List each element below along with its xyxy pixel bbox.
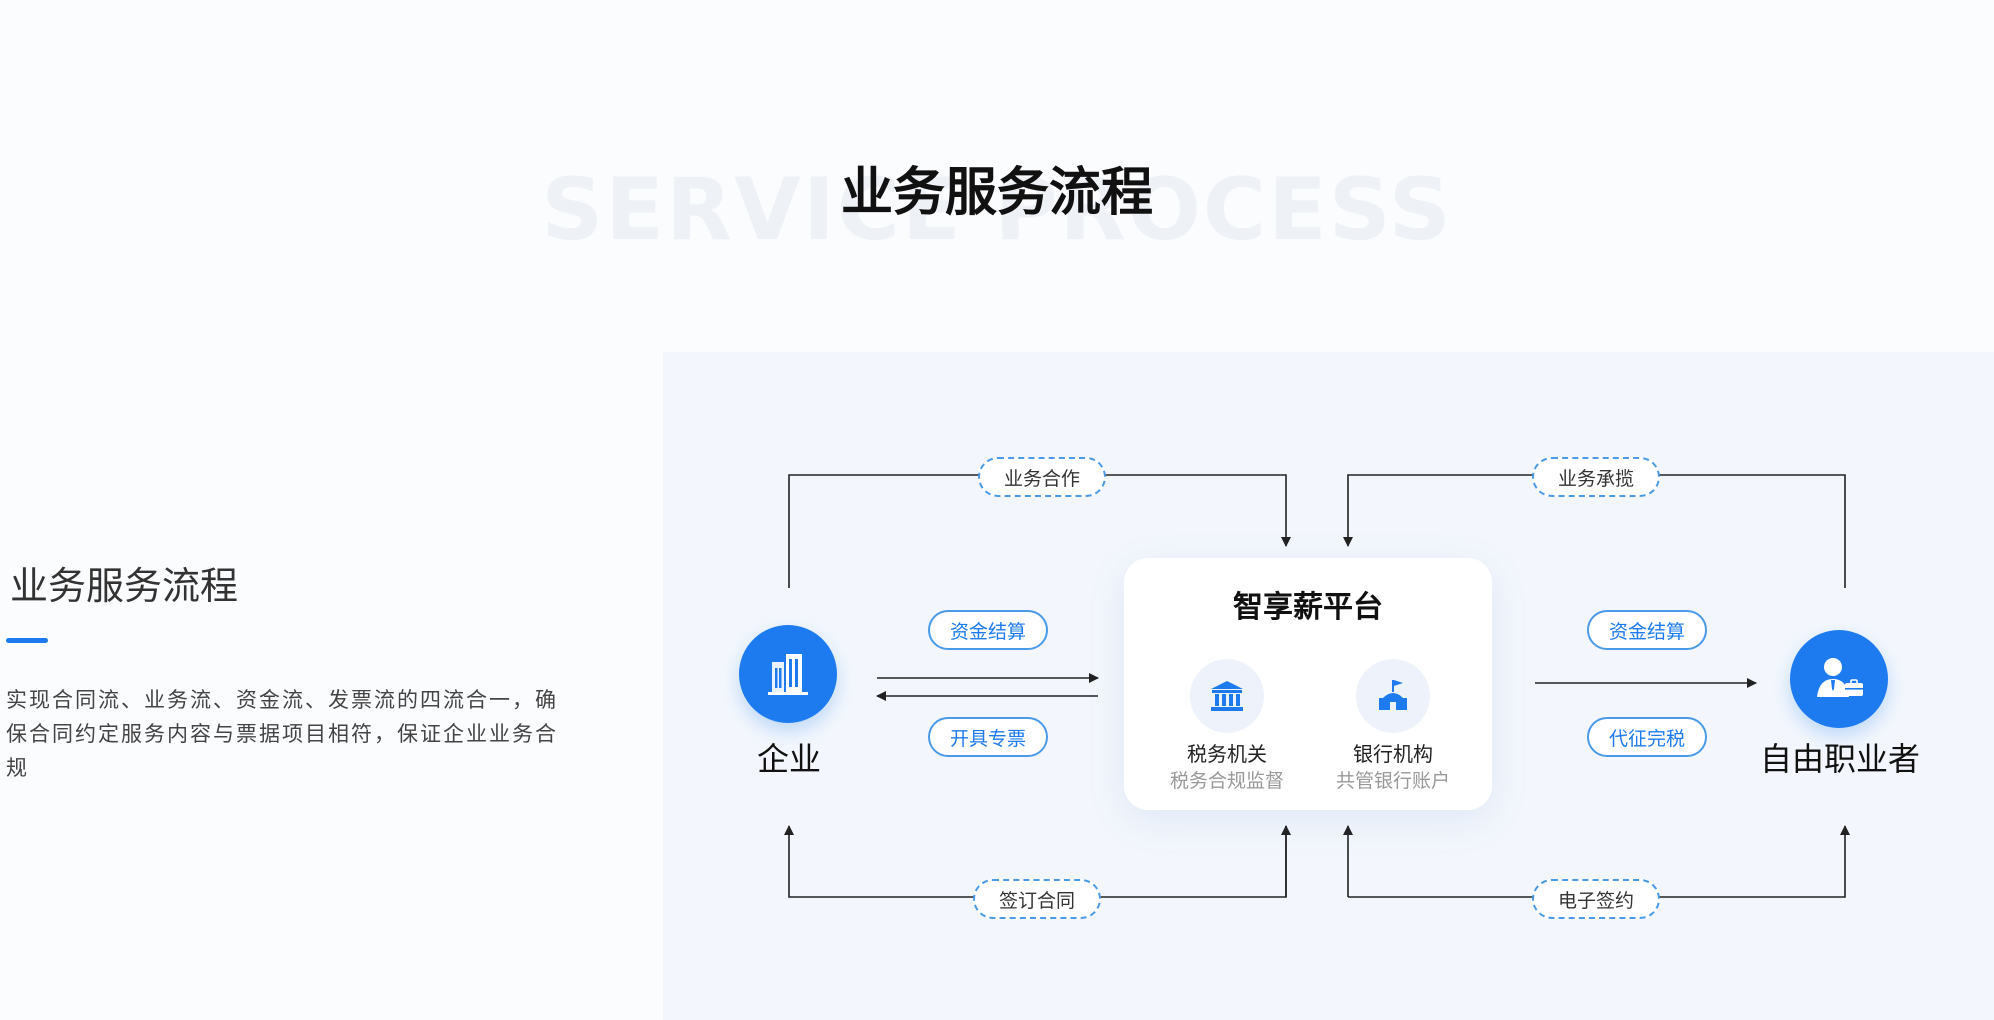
flow-label-bottom-left: 签订合同 [973, 879, 1101, 919]
title-accent-bar [6, 638, 48, 643]
intro-title: 业务服务流程 [10, 564, 239, 608]
freelancer-label: 自由职业者 [1759, 740, 1920, 778]
platform-item-desc-bank: 共管银行账户 [1335, 770, 1450, 792]
flow-label-left-upper: 资金结算 [928, 610, 1048, 650]
flow-label-top-left: 业务合作 [978, 457, 1106, 497]
flow-label-bottom-right: 电子签约 [1532, 879, 1660, 919]
page-header: SERVICE PROCESS 业务服务流程 [0, 0, 1994, 340]
building-icon [739, 625, 837, 723]
flag-building-icon [1356, 659, 1430, 733]
flow-label-right-lower: 代征完税 [1587, 717, 1707, 757]
freelancer-icon [1790, 630, 1888, 728]
platform-card: 智享薪平台 税务机关 税务合规监督 银行机构 共管银行账户 [1124, 558, 1492, 810]
bank-building-icon [1190, 659, 1264, 733]
flow-label-top-right: 业务承揽 [1532, 457, 1660, 497]
page-title: 业务服务流程 [840, 163, 1153, 223]
platform-item-name-bank: 银行机构 [1353, 742, 1433, 766]
intro-description: 实现合同流、业务流、资金流、发票流的四流合一，确保合同约定服务内容与票据项目相符… [6, 688, 558, 780]
flow-label-left-lower: 开具专票 [928, 717, 1048, 757]
enterprise-label: 企业 [756, 740, 821, 778]
intro-panel: 业务服务流程 实现合同流、业务流、资金流、发票流的四流合一，确保合同约定服务内容… [6, 555, 566, 785]
flow-label-right-upper: 资金结算 [1587, 610, 1707, 650]
platform-item-desc-tax: 税务合规监督 [1169, 770, 1284, 792]
platform-title: 智享薪平台 [1233, 590, 1383, 625]
platform-item-name-tax: 税务机关 [1187, 742, 1267, 766]
header-watermark: SERVICE PROCESS [541, 160, 1453, 260]
flow-line-bottom-right [1348, 825, 1850, 898]
